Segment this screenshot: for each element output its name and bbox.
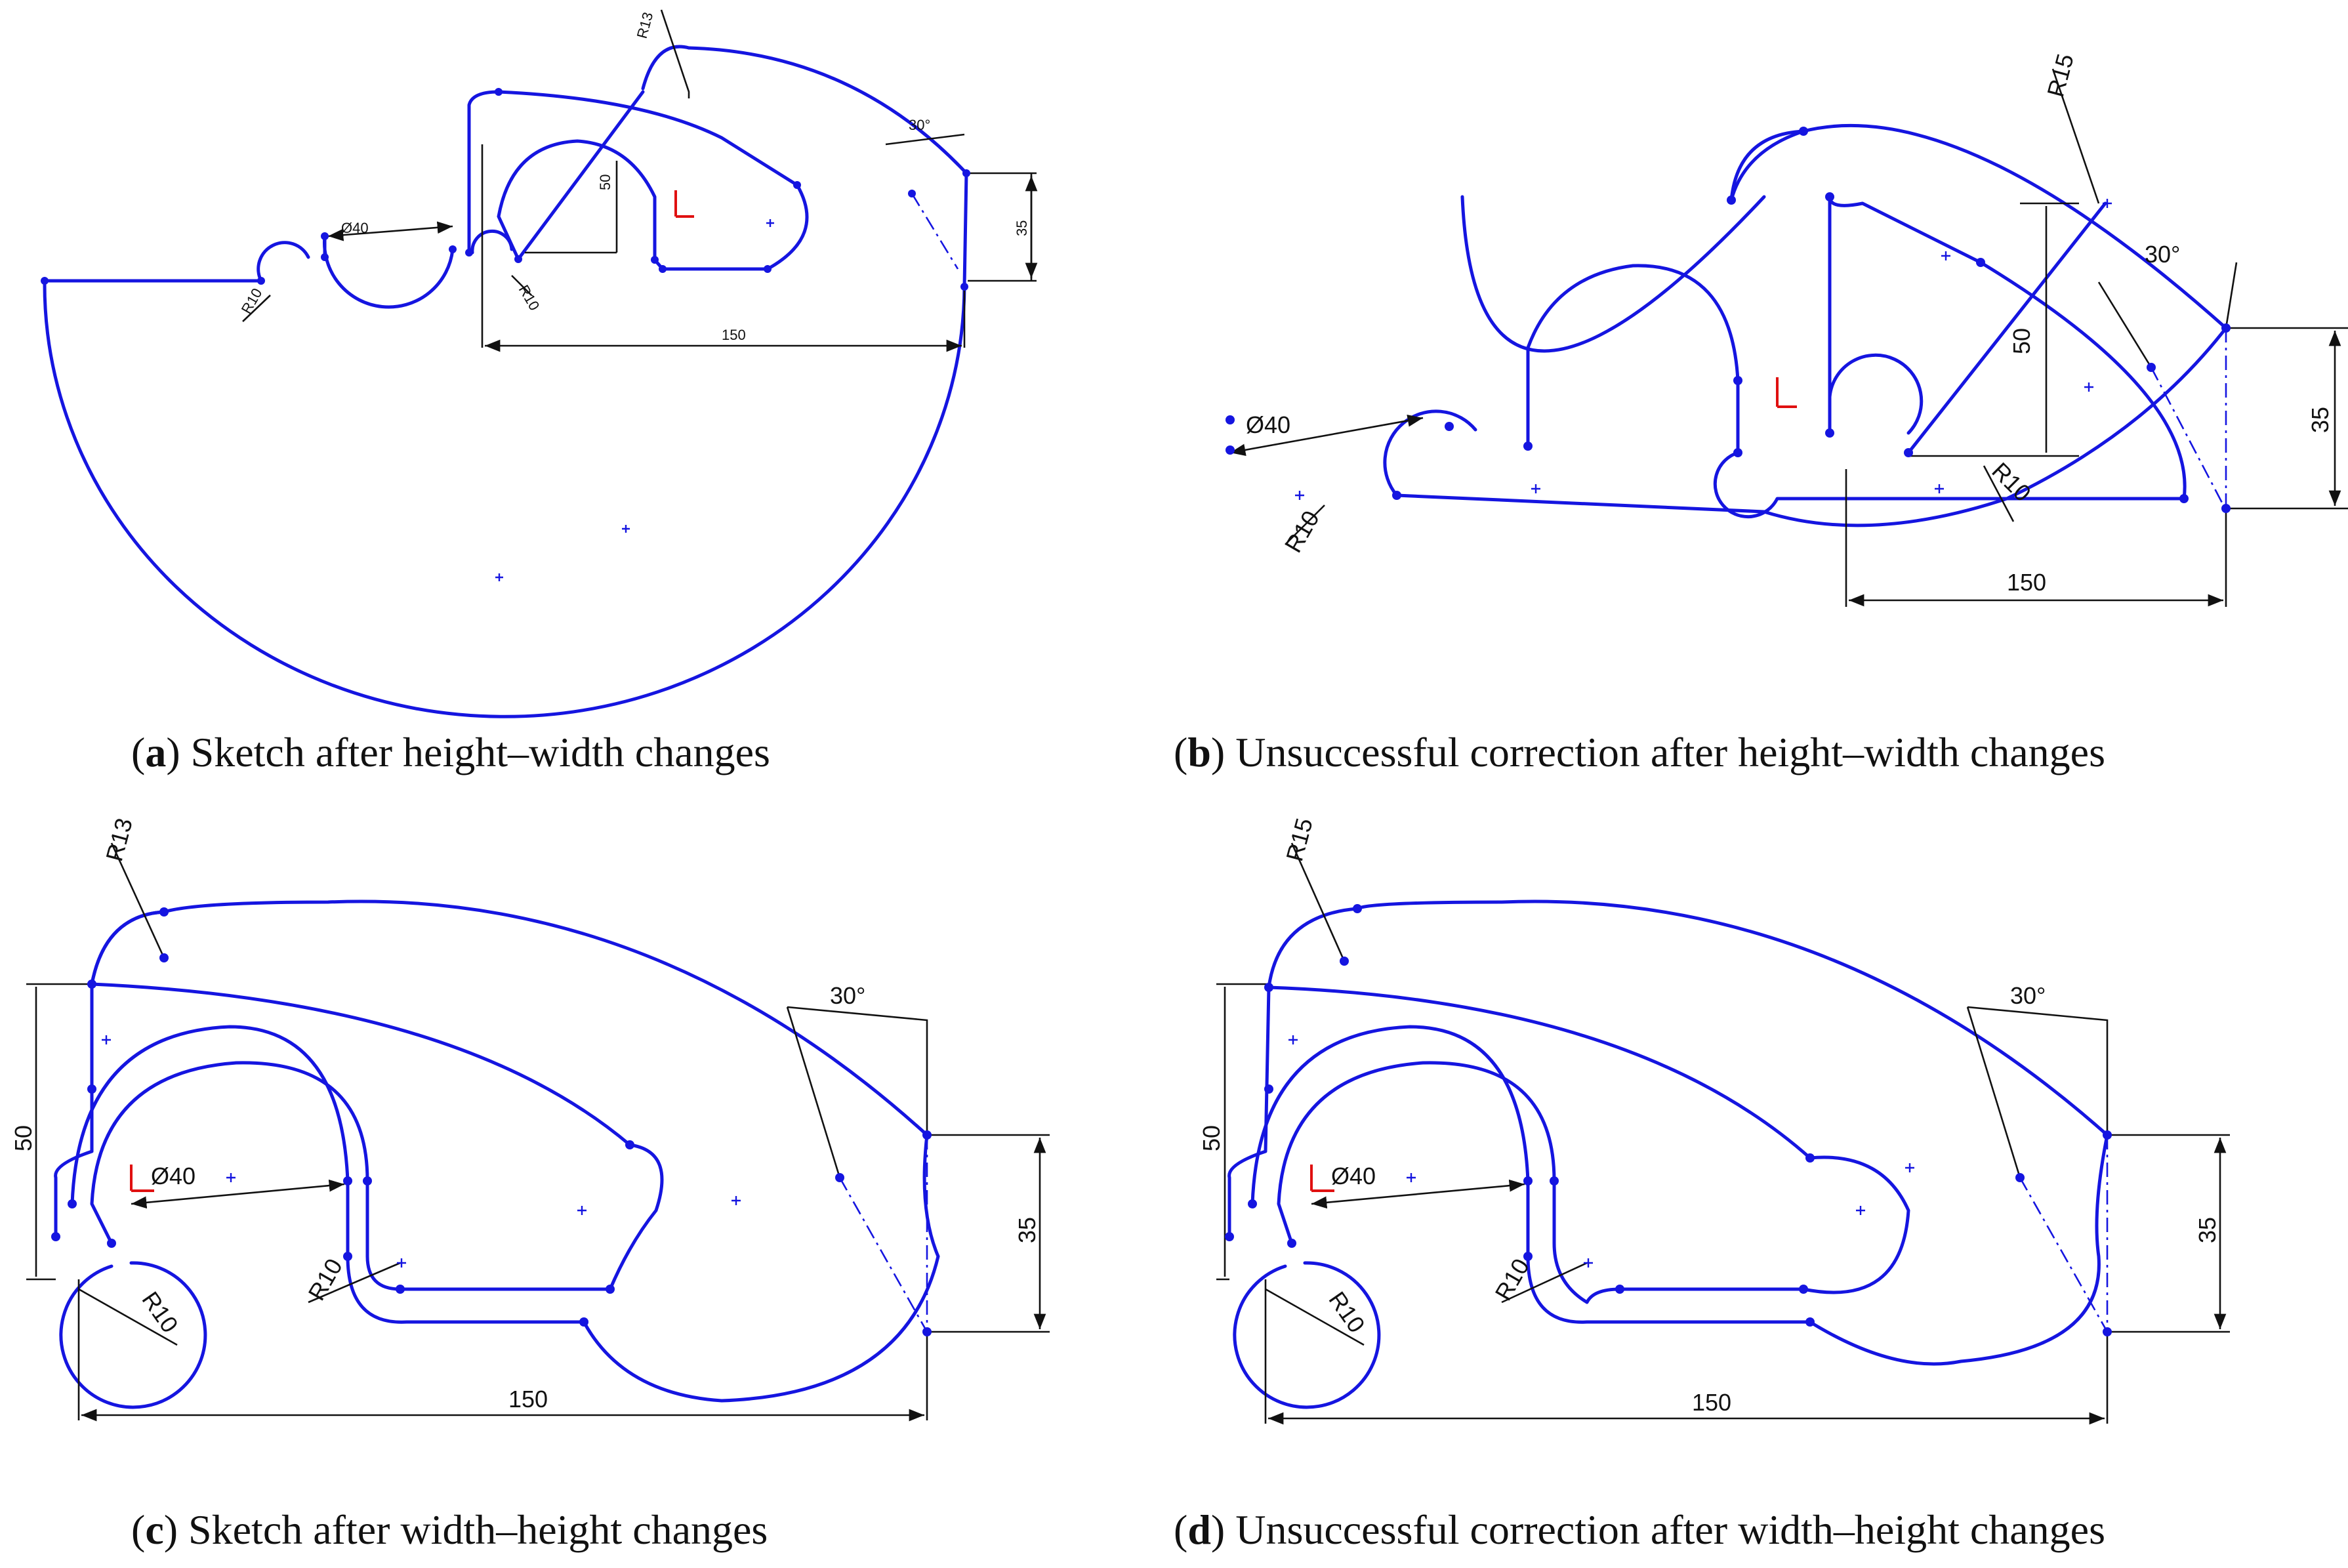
height-label: 50 bbox=[2008, 328, 2035, 354]
outer-left bbox=[1227, 985, 1271, 1239]
outer-inner-arc bbox=[1250, 1025, 1530, 1206]
radius-top-label: R13 bbox=[634, 10, 657, 40]
right-label: 35 bbox=[2307, 407, 2334, 433]
diameter-label: Ø40 bbox=[1331, 1163, 1376, 1189]
caption-b: (b) Unsuccessful correction after height… bbox=[1174, 729, 2105, 775]
radius-mid-label: R10 bbox=[1323, 1287, 1370, 1338]
r10-circle bbox=[1233, 1261, 1381, 1409]
radius-mid-label: R10 bbox=[516, 282, 543, 313]
inner-top bbox=[90, 982, 664, 1291]
inner-profile bbox=[467, 90, 809, 271]
radius-left-label: R10 bbox=[1279, 506, 1325, 557]
caption-d: (d) Unsuccessful correction after width–… bbox=[1174, 1506, 2105, 1553]
inner-arc bbox=[1277, 1061, 1556, 1245]
inner-arc bbox=[90, 1061, 369, 1245]
bottom-line bbox=[1526, 1133, 2109, 1366]
r10-circle bbox=[59, 1261, 207, 1409]
caption-a: (a) Sketch after height–width changes bbox=[131, 729, 770, 775]
panel-a: R13 R10 R10 Ø40 50 35 150 30° (a) Sketch… bbox=[0, 0, 1174, 784]
right-label: 35 bbox=[1014, 220, 1030, 236]
right-label: 35 bbox=[2194, 1217, 2221, 1243]
angle-label: 30° bbox=[2010, 982, 2046, 1009]
panel-b: R15 R10 R10 Ø40 50 35 150 30° (b) Unsucc… bbox=[1174, 0, 2348, 784]
radius-mid-label: R10 bbox=[136, 1287, 183, 1338]
height-label: 50 bbox=[597, 175, 613, 190]
left-loop bbox=[1828, 353, 1924, 435]
radius-top-label: R13 bbox=[100, 815, 138, 864]
diameter-label: Ø40 bbox=[151, 1163, 196, 1189]
r13-arc bbox=[641, 45, 691, 91]
height-label: 50 bbox=[1198, 1125, 1225, 1151]
angle-label: 30° bbox=[830, 982, 865, 1009]
radius-top-label: R15 bbox=[2042, 51, 2079, 100]
d40-arc bbox=[323, 234, 455, 309]
outer-top-curve bbox=[1267, 899, 2109, 1137]
top-curve bbox=[1729, 123, 2228, 330]
width-label: 150 bbox=[508, 1386, 548, 1413]
height-label: 50 bbox=[10, 1125, 37, 1151]
panel-d: R15 R10 R10 Ø40 50 35 150 30° (d) Unsucc… bbox=[1174, 784, 2347, 1568]
inner-profile bbox=[1383, 195, 1766, 497]
radius-top-label: R15 bbox=[1281, 815, 1318, 864]
r15-arc bbox=[1729, 129, 1805, 202]
r10-left-arc bbox=[257, 241, 310, 283]
diameter-label: Ø40 bbox=[341, 220, 369, 236]
sketch-d: R15 R10 R10 Ø40 50 35 150 30° bbox=[1198, 815, 2230, 1425]
width-label: 150 bbox=[722, 327, 746, 343]
outer-large-arc bbox=[43, 279, 966, 718]
r13-arc bbox=[90, 910, 166, 986]
sketch-a: R13 R10 R10 Ø40 50 35 150 30° bbox=[41, 9, 1038, 718]
top-arc bbox=[687, 46, 968, 289]
radius-left-label: R10 bbox=[238, 285, 266, 316]
angle-label: 30° bbox=[909, 117, 930, 133]
bottom-line bbox=[346, 1133, 940, 1403]
inner-top bbox=[1267, 985, 1910, 1304]
radius-left-label: R10 bbox=[302, 1254, 348, 1305]
sketch-c: R13 R10 R10 Ø40 50 35 150 30° bbox=[10, 815, 1050, 1422]
panel-c: R13 R10 R10 Ø40 50 35 150 30° (c) Sketch… bbox=[0, 784, 1174, 1568]
width-label: 150 bbox=[1692, 1389, 1731, 1416]
diameter-label: Ø40 bbox=[1246, 411, 1290, 438]
upper-line bbox=[1395, 326, 2228, 527]
sketch-b: R15 R10 R10 Ø40 50 35 150 30° bbox=[1225, 51, 2348, 607]
outer-inner-arc bbox=[70, 1025, 350, 1206]
angle-label: 30° bbox=[2145, 241, 2180, 268]
caption-c: (c) Sketch after width–height changes bbox=[131, 1506, 768, 1553]
outer-top-curve bbox=[90, 899, 929, 1137]
outer-left bbox=[54, 982, 94, 1239]
width-label: 150 bbox=[2007, 569, 2046, 596]
right-label: 35 bbox=[1014, 1217, 1040, 1243]
outer-u bbox=[1526, 195, 2187, 519]
